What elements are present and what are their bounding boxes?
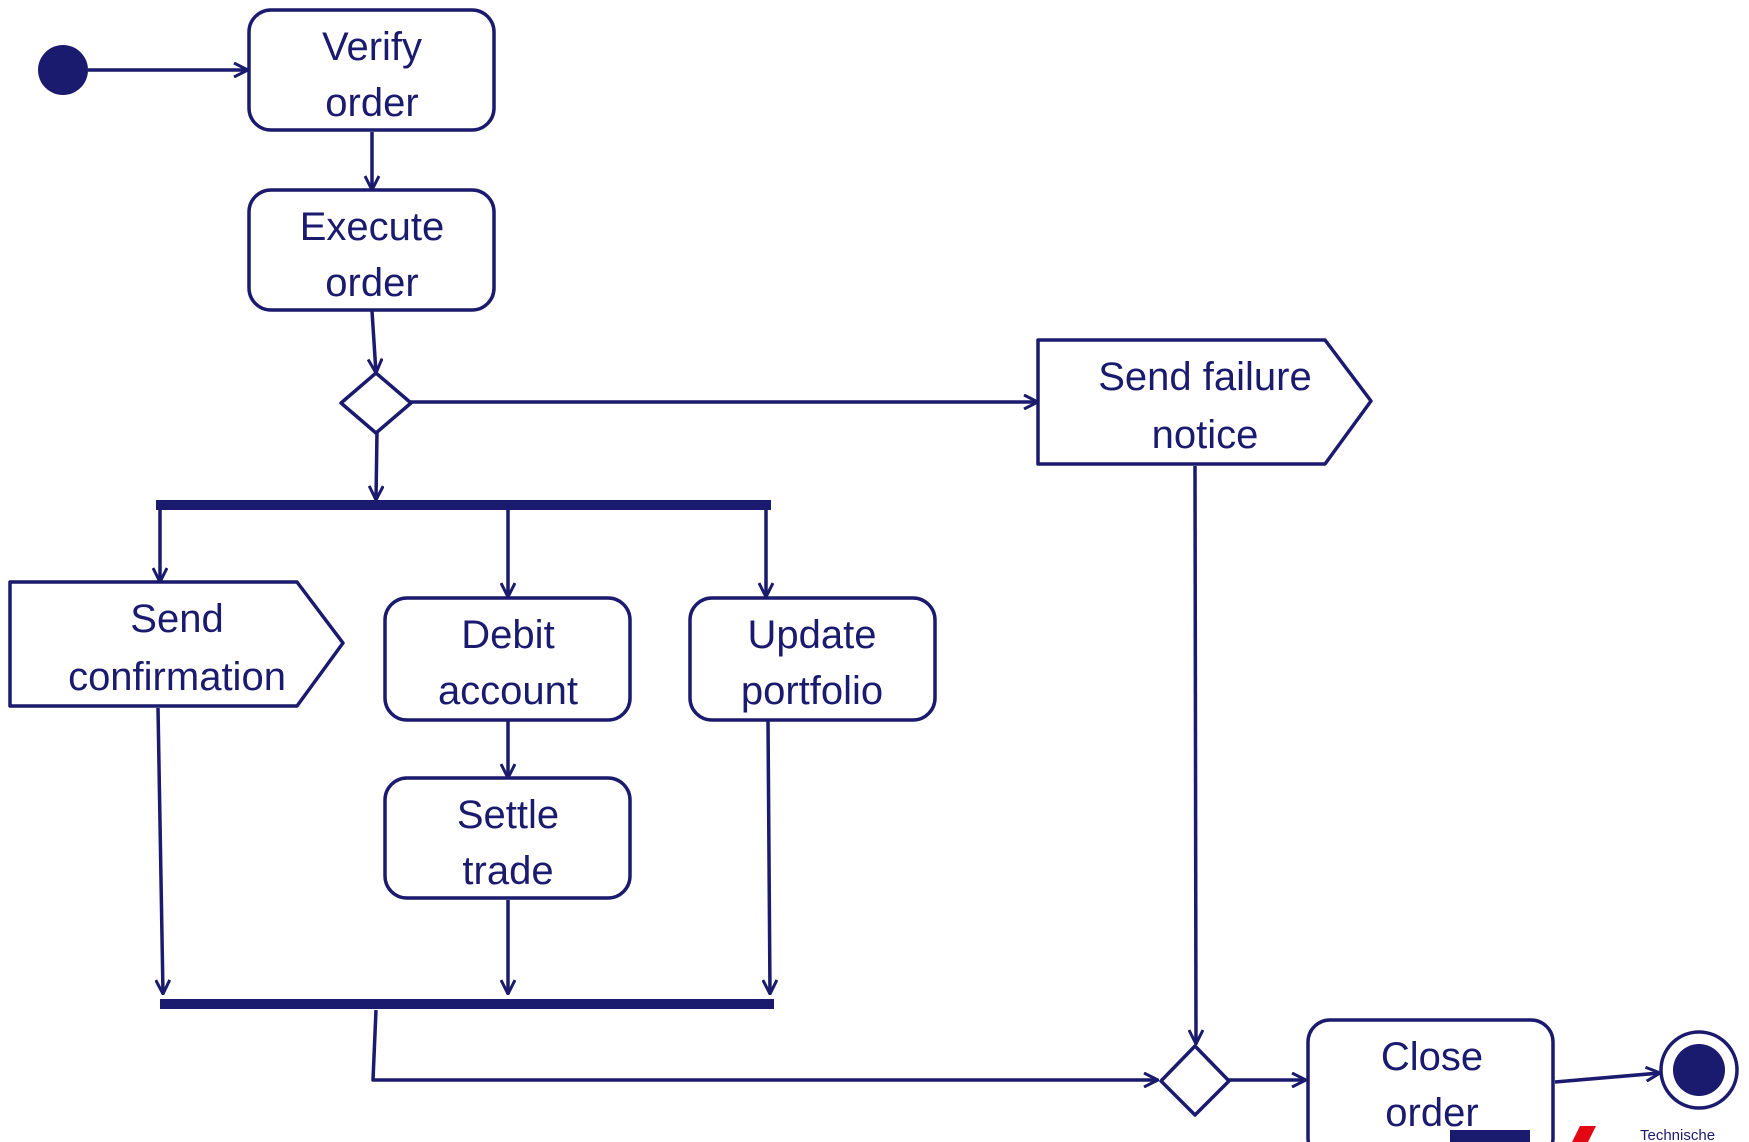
final-node-dot [1673,1044,1725,1096]
close-order-label-1: Close [1381,1035,1483,1079]
settle-trade-label-1: Settle [457,793,559,837]
verify-order-label-2: order [325,81,418,125]
update-portfolio-action [688,596,937,722]
flow-failure-to-merge [1195,465,1196,1044]
execute-order-action [247,188,496,312]
university-logo: Technische [1450,1126,1715,1142]
settle-trade-action [383,776,632,900]
execute-order-label-2: order [325,261,418,305]
verify-order-action [247,8,496,132]
verify-order-label-1: Verify [322,25,422,69]
fork-bar [156,500,771,510]
settle-trade-label-2: trade [462,849,553,893]
decision-node [339,371,413,435]
merge-node [1159,1044,1231,1117]
flow-close-to-final [1554,1073,1660,1084]
debit-account-label-1: Debit [461,613,554,657]
flow-decision-to-fork [376,431,377,500]
send-confirmation-signal [8,580,345,708]
send-confirmation-label-2: confirmation [68,655,286,699]
join-bar [160,999,774,1009]
update-portfolio-label-2: portfolio [741,669,883,713]
send-failure-notice-label-1: Send failure [1098,355,1311,399]
close-order-label-2: order [1385,1091,1478,1135]
debit-account-action [383,596,632,722]
logo-caption: Technische [1640,1127,1715,1142]
close-order-action [1306,1018,1555,1142]
send-failure-notice-signal [1036,338,1373,466]
send-confirmation-label-1: Send [130,597,223,641]
update-portfolio-label-1: Update [748,613,877,657]
flow-portfolio-to-join [768,719,770,994]
send-failure-notice-label-2: notice [1152,413,1259,457]
execute-order-label-1: Execute [300,205,445,249]
flow-join-to-merge [371,1009,1158,1080]
initial-node [38,45,88,95]
debit-account-label-2: account [438,669,578,713]
flow-execute-to-decision [372,310,376,373]
flow-confirmation-to-join [158,707,163,994]
